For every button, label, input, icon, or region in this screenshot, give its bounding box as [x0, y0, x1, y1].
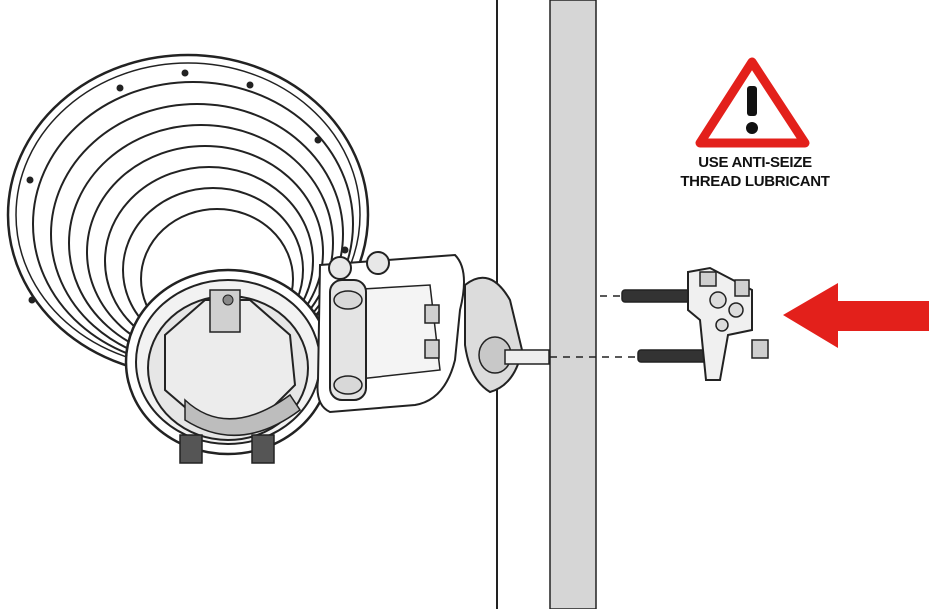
- mount-bracket: [316, 251, 550, 414]
- warning-line-2: THREAD LUBRICANT: [680, 173, 830, 190]
- mounting-pole: [496, 0, 597, 610]
- radio-unit: [124, 268, 332, 464]
- warning-label: USE ANTI-SEIZE THREAD LUBRICANT: [640, 153, 870, 191]
- exclamation-triangle-icon: [695, 57, 810, 148]
- clamp-bracket: [621, 266, 769, 381]
- warning-line-1: USE ANTI-SEIZE: [698, 154, 812, 171]
- arrow-left-icon: [783, 283, 929, 348]
- alignment-lines: [550, 295, 640, 358]
